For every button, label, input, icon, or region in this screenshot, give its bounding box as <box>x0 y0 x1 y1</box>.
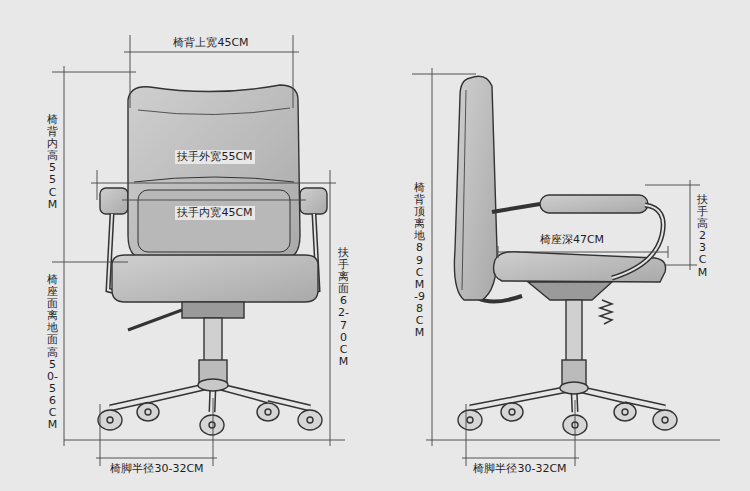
backrest-seam <box>138 108 290 115</box>
dimension-label: 椅座深47CM <box>538 233 606 247</box>
chair-line <box>307 417 313 423</box>
backrest-seam <box>134 177 294 182</box>
chair-line <box>122 200 306 201</box>
chair-line <box>666 265 700 266</box>
chair-line <box>145 409 151 415</box>
wheels <box>458 403 677 435</box>
armrest-pad <box>300 188 327 214</box>
chair-line <box>467 417 473 423</box>
chair-line <box>52 262 128 263</box>
chair-line <box>91 183 336 184</box>
chair-line <box>209 422 215 428</box>
chair-line <box>97 170 98 200</box>
mechanism <box>528 282 612 300</box>
dimension-label: 椅背上宽45CM <box>171 36 250 50</box>
armrest-shine <box>612 205 663 278</box>
chair-line <box>293 35 294 108</box>
chair-line <box>498 252 668 253</box>
chair-line <box>98 410 122 430</box>
chair-line <box>462 458 579 459</box>
chair-line <box>200 415 224 435</box>
chair-line <box>265 409 271 415</box>
gas-column <box>566 300 582 362</box>
chair-line <box>213 398 214 466</box>
chair-line <box>96 458 217 459</box>
chair-line <box>64 440 345 441</box>
chair-line <box>501 403 523 421</box>
chair-line <box>124 52 299 53</box>
dimension-label: 椅脚半径30-32CM <box>108 462 205 476</box>
hub <box>560 382 588 394</box>
dimension-label: 扶手高23CM <box>697 192 708 281</box>
chair-line <box>257 403 279 421</box>
chair-line <box>432 68 433 446</box>
backrest-seam <box>462 90 466 290</box>
chair-line <box>575 400 576 466</box>
chair-line <box>509 409 515 415</box>
chair-line <box>645 185 700 186</box>
chair-line <box>137 403 159 421</box>
dimension-label: 扶手内宽45CM <box>175 206 254 220</box>
chair-line <box>130 35 131 108</box>
lumbar-cushion <box>138 190 290 252</box>
wheels <box>98 403 322 435</box>
chair-line <box>52 72 136 73</box>
dimension-label: 椅背内高55CM <box>47 112 58 213</box>
chair-line <box>458 410 482 430</box>
side-dimensions <box>412 68 720 466</box>
chair-line <box>330 170 331 446</box>
front-dimensions <box>52 35 345 466</box>
armrest-support <box>612 205 663 278</box>
chair-line <box>614 403 636 421</box>
chair-line <box>64 66 65 446</box>
armrest-pad <box>100 188 128 214</box>
armrest-pad <box>540 195 648 213</box>
chair-line <box>466 404 467 466</box>
backrest <box>128 85 300 258</box>
dimension-label: 椅座面离地面高50-56CM <box>47 272 58 433</box>
front-chair <box>98 85 327 435</box>
armrest-arm <box>492 204 540 212</box>
spring <box>600 300 612 324</box>
chair-line <box>426 440 720 441</box>
chair-line <box>298 410 322 430</box>
lever <box>128 310 182 330</box>
dimension-label: 扶手外宽55CM <box>175 150 254 164</box>
dimension-label: 扶手离面62-70CM <box>338 245 349 370</box>
hub <box>198 379 228 391</box>
chair-line <box>498 246 499 258</box>
chair-line <box>662 417 668 423</box>
chair-line <box>100 404 101 466</box>
dimension-label: 椅脚半径30-32CM <box>471 462 568 476</box>
chair-line <box>622 409 628 415</box>
chair-line <box>690 180 691 270</box>
backrest <box>454 76 497 300</box>
chair-line <box>107 417 113 423</box>
chair-line <box>653 410 677 430</box>
dimension-label: 椅背顶离地89CM-98CM <box>414 180 425 341</box>
side-chair <box>454 76 677 435</box>
seat <box>112 255 318 302</box>
chair-line <box>668 246 669 258</box>
mechanism <box>182 302 244 318</box>
chair-line <box>412 74 476 75</box>
